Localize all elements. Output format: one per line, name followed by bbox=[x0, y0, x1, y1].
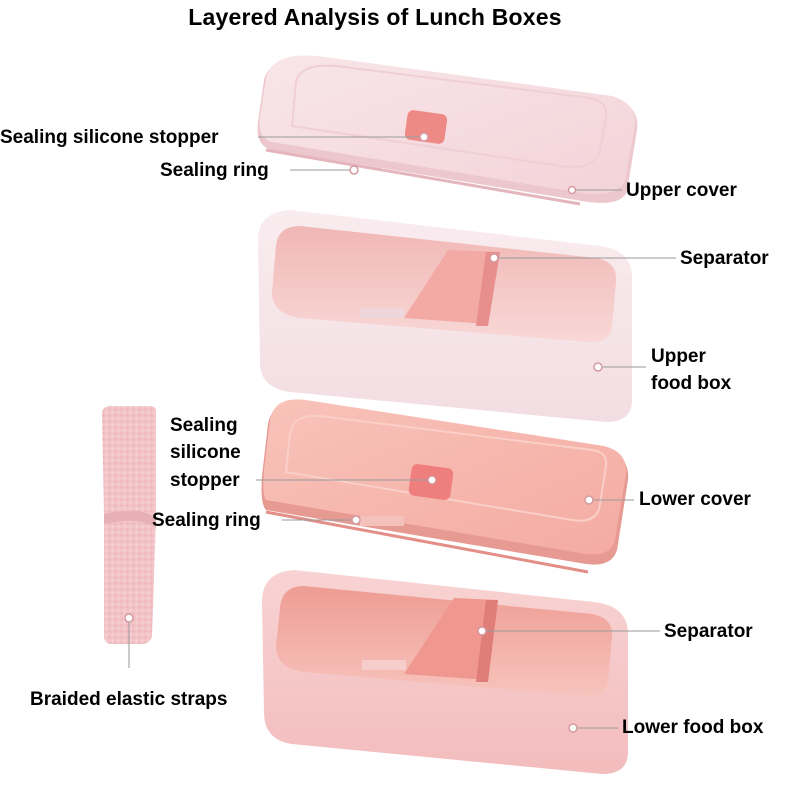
lower-cover-shape bbox=[261, 399, 629, 574]
upper-stopper-shape bbox=[404, 110, 448, 144]
marker-upper-ring bbox=[349, 165, 359, 175]
upper-cover-shape bbox=[257, 55, 638, 206]
marker-lower-ring bbox=[351, 515, 361, 525]
label-upper-stopper: Sealing silicone stopper bbox=[0, 127, 219, 148]
label-lower-ring: Sealing ring bbox=[152, 510, 261, 531]
label-upper-box-line1: Upper bbox=[651, 346, 706, 367]
marker-lower-stopper bbox=[427, 475, 437, 485]
label-upper-box-line2: food box bbox=[651, 373, 732, 394]
upper-food-box-shape bbox=[258, 210, 632, 422]
label-lower-stopper-line3: stopper bbox=[170, 470, 240, 491]
label-straps: Braided elastic straps bbox=[30, 689, 228, 710]
label-lower-box: Lower food box bbox=[622, 717, 764, 738]
label-lower-separator: Separator bbox=[664, 621, 753, 642]
marker-dots bbox=[124, 132, 603, 733]
marker-upper-box bbox=[593, 362, 603, 372]
marker-upper-stopper bbox=[419, 132, 429, 142]
marker-upper-cover bbox=[567, 185, 577, 195]
label-lower-stopper-line1: Sealing bbox=[170, 415, 238, 436]
lower-food-box-shape bbox=[262, 570, 628, 774]
marker-straps bbox=[124, 613, 134, 623]
marker-lower-box bbox=[568, 723, 578, 733]
diagram-title: Layered Analysis of Lunch Boxes bbox=[188, 4, 562, 30]
braided-strap-shape bbox=[102, 406, 156, 644]
label-lower-stopper-line2: silicone bbox=[170, 442, 241, 463]
marker-lower-cover bbox=[584, 495, 594, 505]
label-upper-cover: Upper cover bbox=[626, 180, 737, 201]
label-upper-ring: Sealing ring bbox=[160, 160, 269, 181]
marker-upper-separator bbox=[489, 253, 499, 263]
label-upper-separator: Separator bbox=[680, 248, 769, 269]
marker-lower-separator bbox=[477, 626, 487, 636]
leader-lines bbox=[128, 136, 676, 729]
label-lower-cover: Lower cover bbox=[639, 489, 751, 510]
